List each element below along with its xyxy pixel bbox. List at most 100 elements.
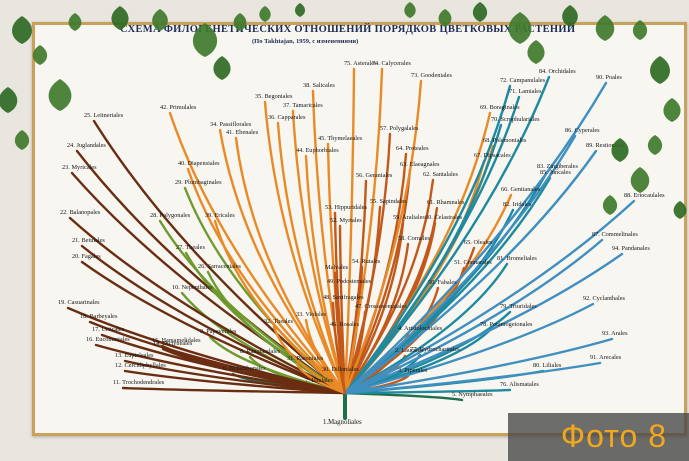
order-label: 23. Myricales — [62, 164, 97, 171]
order-label: 2. Laurales — [395, 347, 423, 354]
order-label: 14. Dictyneales — [153, 340, 193, 347]
ivy-leaf — [111, 6, 129, 30]
tree-branch — [276, 121, 347, 395]
tree-branch — [343, 252, 624, 395]
order-label: 11. Trochodendrales — [113, 379, 165, 386]
tree-branch — [123, 359, 347, 395]
order-label: 86. Cyperales — [565, 127, 600, 134]
order-label: 60. Celastrales — [425, 214, 463, 221]
order-label: 13. Eupteleales — [115, 352, 154, 359]
ivy-leaf — [259, 6, 271, 22]
order-label: 73. Goodeniales — [411, 72, 452, 79]
order-label: 16. Eucommiales — [86, 336, 130, 343]
ivy-leaf — [32, 45, 48, 65]
order-label: 32. Theales — [264, 318, 293, 325]
order-label: 33. Violales — [296, 311, 326, 318]
order-label: 65. Oleales — [464, 239, 493, 246]
order-label: 70. Scrophulariales — [491, 116, 540, 123]
tree-branch — [158, 219, 347, 395]
tree-branch — [333, 271, 347, 395]
tree-branch — [263, 100, 347, 395]
order-label: 82. Iridales — [503, 201, 532, 208]
order-label: 27. Theales — [176, 244, 205, 251]
order-label: 49. Podostemales — [327, 278, 372, 285]
ivy-leaf — [595, 15, 615, 41]
order-label: 26. Sarraceniales — [198, 263, 242, 270]
tree-branch — [343, 168, 412, 395]
order-label: 9. Papaverales — [200, 328, 237, 335]
tree-branch — [343, 75, 551, 395]
order-label: 53. Hippuridales — [325, 204, 367, 211]
order-label: 48. Saxifragales — [323, 294, 364, 301]
order-label: 40. Diapensiales — [178, 160, 220, 167]
order-label: 15. Hamamelidales — [152, 337, 201, 344]
order-label: 71. Lamiales — [509, 88, 542, 95]
order-label: 85. Juncales — [540, 169, 571, 176]
order-label: 61. Rhamnales — [427, 199, 465, 206]
order-label: 35. Begoniales — [255, 93, 293, 100]
order-label: 41. Ebenales — [226, 129, 259, 136]
tree-branch — [218, 128, 347, 395]
order-label: 92. Cyclanthales — [583, 295, 625, 302]
ivy-leaf — [404, 2, 416, 18]
order-label: 78. Potamogetonales — [480, 321, 533, 328]
order-label: 36. Capparales — [268, 114, 306, 121]
tree-branch — [66, 306, 347, 395]
ivy-leaf — [611, 138, 629, 162]
ivy-leaf — [673, 201, 687, 219]
order-label: 87. Commelinales — [592, 231, 638, 238]
order-label: 58. Cornales — [398, 235, 430, 242]
order-label: 4. Aristolochiales — [398, 325, 443, 332]
order-label: 62. Santalales — [423, 171, 458, 178]
tree-branch — [343, 149, 598, 395]
tree-branch — [343, 84, 512, 395]
tree-branch — [343, 95, 521, 395]
tree-branch — [343, 79, 423, 395]
ivy-leaf — [650, 56, 670, 84]
tree-branch — [80, 244, 347, 395]
tree-branch — [343, 361, 602, 395]
ivy-leaf — [632, 20, 648, 40]
order-label: 94. Pandanales — [612, 245, 650, 252]
ivy-leaf — [68, 13, 82, 31]
order-label: 18. Barbeyales — [80, 313, 118, 320]
order-label: 31. Paeoniales — [287, 355, 324, 362]
tree-branch — [272, 325, 347, 395]
order-label: 17. Urticales — [92, 326, 125, 333]
order-label: 90. Poales — [596, 74, 622, 81]
order-label: 83. Zingiberales — [537, 163, 578, 170]
ivy-leaf — [233, 13, 247, 31]
ivy-leaf — [438, 9, 452, 27]
order-label: 79. Triuridales — [500, 303, 537, 310]
tree-branch — [343, 310, 512, 395]
tree-branch — [343, 337, 614, 395]
ivy-leaf — [192, 23, 218, 57]
ivy-leaf — [472, 2, 488, 22]
order-label: 39. Ericales — [205, 212, 235, 219]
order-label: 77. Hydrocharitales — [410, 346, 460, 353]
order-label: 59. Araliales — [393, 214, 425, 221]
root-order-label: 1.Magnoliales — [323, 419, 362, 426]
ivy-leaf — [12, 16, 32, 44]
tree-branch — [234, 136, 347, 395]
order-label: 5. Nymphaeales — [452, 391, 493, 398]
tree-branch — [343, 134, 577, 395]
tree-branch — [121, 386, 347, 395]
photo-caption-box: Фото 8 — [508, 413, 689, 461]
order-label: 80. Liliales — [533, 362, 562, 369]
order-label: 67. Dipsacales — [474, 152, 511, 159]
tree-branch — [92, 119, 347, 395]
order-label: 51. Connarales — [454, 259, 492, 266]
order-label: 12. Cercidiphyllales — [115, 362, 166, 369]
order-label: 29. Plumbaginales — [175, 179, 222, 186]
ivy-leaf — [0, 87, 18, 113]
order-label: 24. Juglandales — [67, 142, 106, 149]
order-label: 68. Polemoniales — [483, 137, 527, 144]
order-label: 84. Orchidales — [539, 68, 576, 75]
order-label: 42. Primulales — [160, 104, 197, 111]
order-label: 89. Restionales — [586, 142, 625, 149]
tree-branch — [343, 81, 608, 395]
tree-branch — [343, 388, 512, 395]
